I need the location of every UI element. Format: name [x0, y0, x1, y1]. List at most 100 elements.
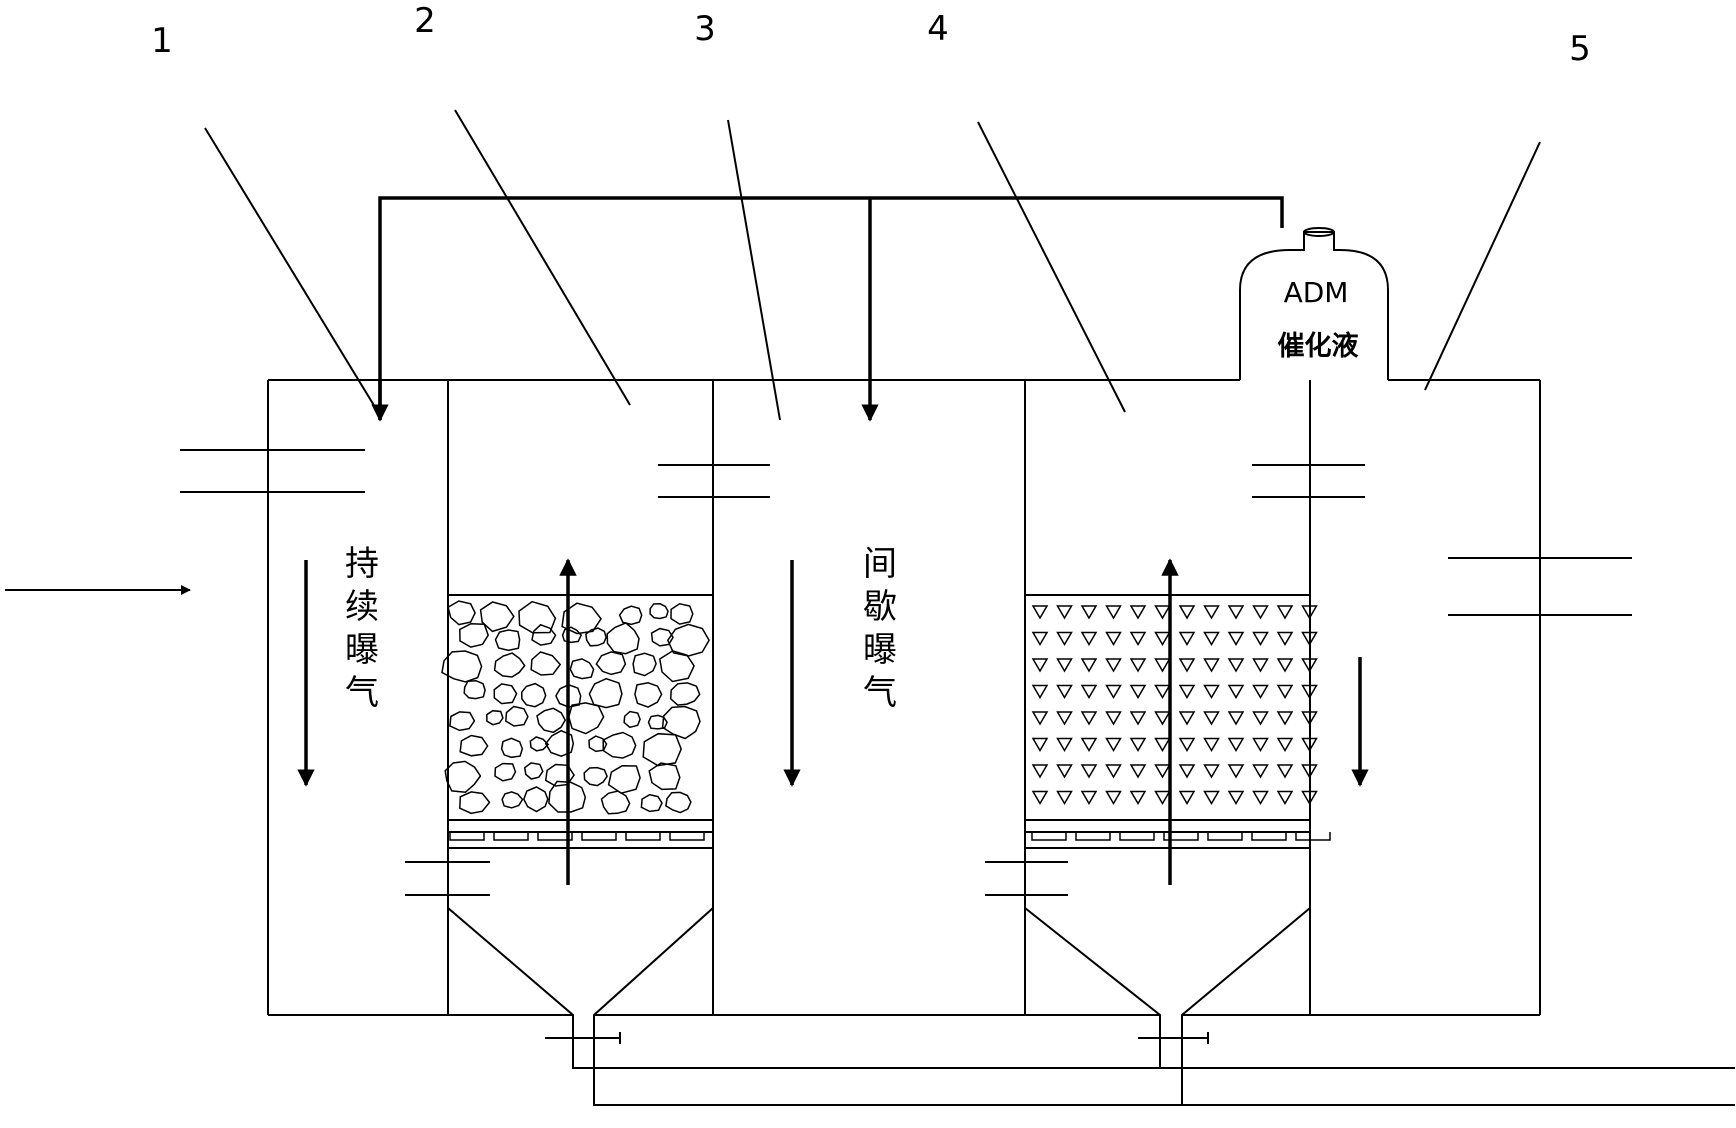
stone-media [618, 605, 643, 626]
triangle-media [1056, 764, 1073, 779]
triangle-media [1178, 658, 1196, 673]
stone-media [493, 652, 526, 678]
stone-media [518, 600, 557, 634]
triangle-media [1227, 658, 1245, 673]
leader-line-2 [454, 109, 631, 406]
stone-media [494, 629, 521, 652]
triangle-media [1178, 631, 1196, 646]
triangle-media [1031, 790, 1049, 805]
triangle-media [1252, 764, 1269, 779]
stone-media [561, 626, 583, 644]
triangle-media [1105, 631, 1122, 646]
aeration-pipe [371, 196, 1284, 422]
stone-media [648, 762, 681, 791]
stone-media [520, 682, 547, 708]
triangle-media [1301, 790, 1318, 805]
flow-arrows [297, 558, 1369, 885]
leader-line-5 [1424, 141, 1541, 391]
triangle-media [1080, 631, 1098, 646]
triangle-media [1301, 605, 1318, 620]
triangle-media [1276, 711, 1294, 726]
triangle-media [1056, 684, 1073, 699]
triangle-media [1301, 658, 1318, 673]
triangle-media [1178, 605, 1196, 620]
triangle-media [1203, 790, 1220, 805]
triangle-media [1301, 764, 1318, 779]
label-char: 气 [863, 673, 897, 713]
triangle-media [1276, 790, 1294, 805]
stone-media [522, 786, 549, 813]
triangle-media [1252, 658, 1269, 673]
callout-number-3: 3 [694, 9, 716, 49]
triangle-media [1178, 737, 1196, 752]
triangle-media [1252, 737, 1269, 752]
triangle-media [1105, 711, 1122, 726]
triangle-media [1105, 737, 1122, 752]
triangle-media [1227, 790, 1245, 805]
callout-number-1: 1 [151, 21, 173, 61]
triangle-media [1056, 631, 1073, 646]
triangle-media [1227, 605, 1245, 620]
tank-outline [267, 379, 1541, 1016]
support-grid-cell [1163, 832, 1199, 841]
triangle-media [1227, 711, 1245, 726]
triangle-media [1129, 605, 1147, 620]
stone-media [486, 709, 504, 726]
support-grid-cell [1207, 832, 1243, 841]
stone-media [588, 677, 623, 709]
triangle-media [1203, 631, 1220, 646]
support-grid-cell [625, 832, 661, 841]
triangle-media [1031, 631, 1049, 646]
stone-media [501, 791, 524, 809]
support-grid-cell [493, 832, 529, 841]
label-intermittent-aeration: 间 歇 曝 气 [863, 544, 897, 713]
stone-media-bed [441, 594, 713, 849]
triangle-media [1227, 631, 1245, 646]
support-grid-cell [1251, 832, 1287, 841]
hopper-bottoms [447, 907, 1735, 1106]
stone-media [632, 652, 657, 677]
triangle-media [1178, 684, 1196, 699]
triangle-media [1276, 737, 1294, 752]
triangle-media [1105, 658, 1122, 673]
stone-media [441, 650, 483, 683]
label-char: 气 [345, 673, 379, 713]
stone-media [595, 651, 627, 676]
label-char: 间 [863, 544, 897, 584]
stone-media [665, 791, 692, 814]
triangle-media [1056, 605, 1073, 620]
triangle-media [1301, 737, 1318, 752]
stone-media [647, 714, 668, 730]
baffles [180, 449, 1632, 896]
triangle-media [1203, 764, 1220, 779]
triangle-media [1129, 631, 1147, 646]
support-grid-cell [1075, 832, 1111, 841]
triangle-media [1105, 684, 1122, 699]
triangle-media [1154, 764, 1171, 779]
stone-media [640, 793, 663, 813]
triangle-media [1154, 790, 1171, 805]
triangle-media [1129, 737, 1147, 752]
label-char: 持 [345, 544, 379, 584]
triangle-media [1080, 605, 1098, 620]
stone-media [505, 705, 529, 727]
triangle-media [1154, 737, 1171, 752]
triangle-media [1031, 605, 1049, 620]
triangle-media [1129, 711, 1147, 726]
stone-media [561, 602, 602, 635]
triangle-media [1080, 658, 1098, 673]
triangle-media [1105, 764, 1122, 779]
triangle-media [1276, 658, 1294, 673]
stone-media [544, 763, 576, 787]
triangle-media [1203, 658, 1220, 673]
triangle-media [1056, 658, 1073, 673]
stone-media [606, 622, 640, 655]
stone-media [479, 601, 515, 633]
triangle-media [1154, 684, 1171, 699]
support-grid-cell [537, 832, 573, 841]
stone-media [670, 602, 694, 625]
label-char: 曝 [345, 630, 379, 670]
support-grid-cell [669, 832, 705, 841]
stone-media [607, 765, 641, 795]
callout-number-4: 4 [927, 9, 949, 49]
